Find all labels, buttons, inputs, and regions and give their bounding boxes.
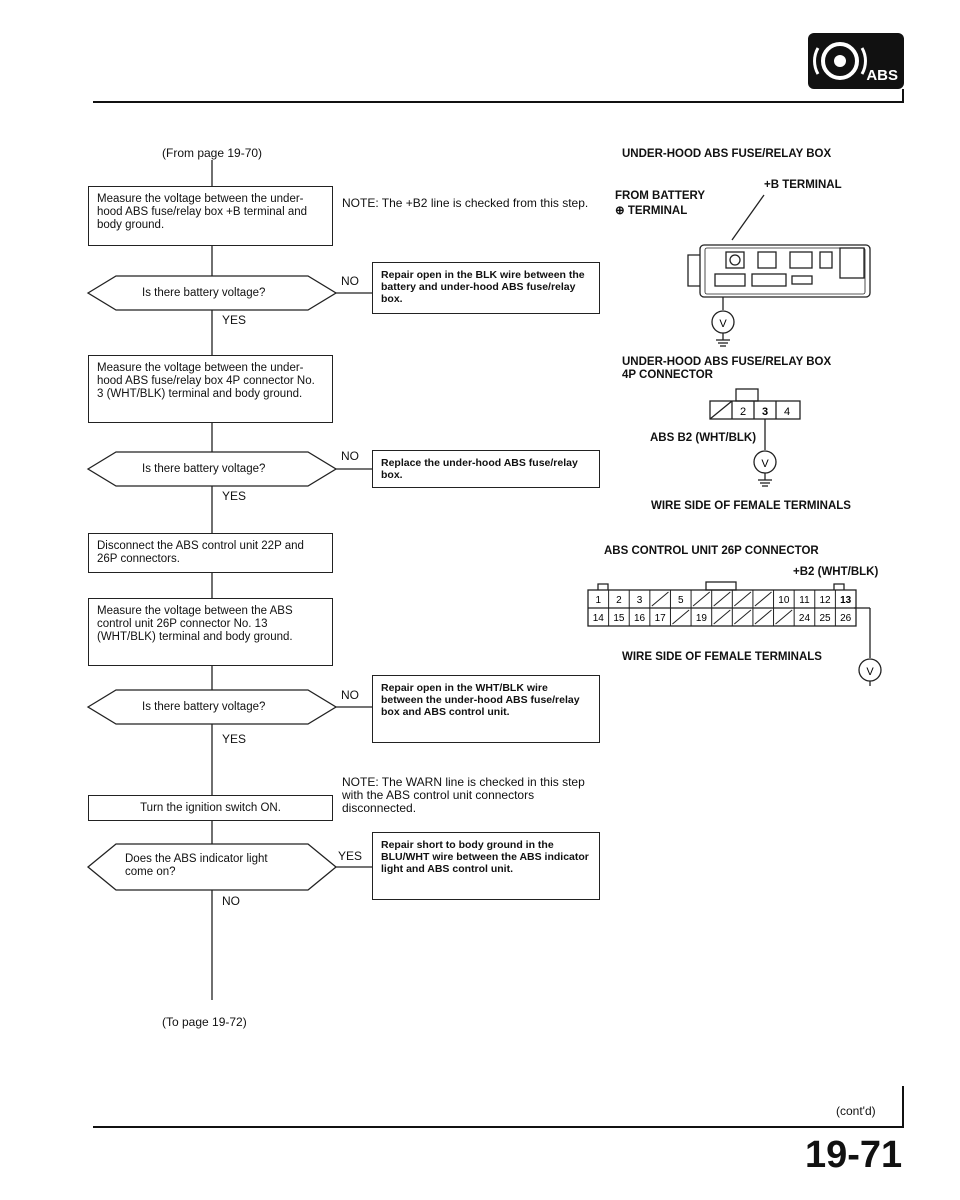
- voltmeter-v-symbol-3: V: [866, 666, 874, 678]
- pin-label-26: 26: [840, 613, 852, 624]
- from-page-label: (From page 19-70): [162, 146, 263, 160]
- step-ignition-on: Turn the ignition switch ON.: [88, 795, 333, 821]
- yes-label-2: YES: [222, 489, 247, 503]
- pin-label-12: 12: [820, 595, 832, 606]
- note-b2-line: NOTE: The +B2 line is checked from this …: [342, 196, 589, 210]
- abs-badge-label: ABS: [866, 67, 898, 84]
- question-battery-voltage-1: Is there battery voltage?: [142, 287, 266, 299]
- connector-4p-title-2: 4P CONNECTOR: [622, 369, 713, 381]
- empty-pin-mark: [713, 591, 731, 607]
- header-rule-right: [902, 89, 904, 103]
- no-label-2: NO: [341, 449, 359, 463]
- pin-label-1: 1: [596, 595, 602, 606]
- fusebox-illustration: V: [687, 194, 871, 347]
- voltmeter-v-symbol-1: V: [719, 318, 727, 330]
- pin-label-25: 25: [820, 613, 832, 624]
- repair-open-blk-wire: Repair open in the BLK wire between the …: [372, 262, 600, 314]
- replace-fuse-relay-box: Replace the under-hood ABS fuse/relay bo…: [372, 450, 600, 488]
- contd-label: (cont'd): [836, 1104, 876, 1118]
- pin-label-11: 11: [799, 595, 810, 606]
- pin-label-5: 5: [678, 595, 684, 606]
- b2-wht-blk-label: +B2 (WHT/BLK): [793, 566, 879, 578]
- yes-label-1: YES: [222, 313, 247, 327]
- pin-label-2: 2: [616, 595, 622, 606]
- question-battery-voltage-2: Is there battery voltage?: [142, 463, 266, 475]
- step-disconnect-connectors: Disconnect the ABS control unit 22P and …: [88, 533, 333, 573]
- empty-pin-mark: [713, 609, 731, 625]
- control-unit-title: ABS CONTROL UNIT 26P CONNECTOR: [604, 545, 819, 557]
- note-warn-line: NOTE: The WARN line is checked in this s…: [342, 775, 585, 815]
- connector-4p-diagram: 2 3 4 V: [709, 388, 801, 487]
- question-battery-voltage-3: Is there battery voltage?: [142, 701, 266, 713]
- b-terminal-label: +B TERMINAL: [764, 179, 842, 191]
- step-measure-26p-connector: Measure the voltage between the ABS cont…: [88, 598, 333, 666]
- pin-label-15: 15: [613, 613, 625, 624]
- empty-pin-mark: [733, 591, 752, 607]
- step-measure-4p-connector: Measure the voltage between the under-ho…: [88, 355, 333, 423]
- no-label-4: NO: [222, 894, 240, 908]
- pin-4p-2: 2: [740, 406, 746, 418]
- page-number: 19-71: [805, 1134, 903, 1176]
- header-rule: [93, 101, 903, 103]
- empty-pin-mark: [733, 609, 752, 625]
- to-page-label: (To page 19-72): [162, 1015, 247, 1029]
- no-label-1: NO: [341, 274, 359, 288]
- footer-rule: [93, 1126, 903, 1128]
- pin-label-3: 3: [637, 595, 643, 606]
- empty-pin-mark: [754, 591, 772, 607]
- plus-terminal-label: ⊕ TERMINAL: [615, 205, 688, 217]
- empty-pin-mark: [775, 609, 793, 625]
- pin-4p-3: 3: [762, 406, 768, 418]
- question-indicator-light: Does the ABS indicator light come on?: [125, 853, 268, 878]
- pin-4p-4: 4: [784, 406, 790, 418]
- wire-side-label-1: WIRE SIDE OF FEMALE TERMINALS: [651, 500, 851, 512]
- empty-pin-mark: [672, 609, 690, 625]
- footer-rule-right: [902, 1086, 904, 1128]
- abs-wheel-icon: [813, 42, 867, 80]
- abs-b2-label: ABS B2 (WHT/BLK): [650, 432, 757, 444]
- no-label-3: NO: [341, 688, 359, 702]
- yes-label-4: YES: [338, 849, 363, 863]
- empty-pin-mark: [651, 591, 669, 607]
- step-measure-b-terminal: Measure the voltage between the under-ho…: [88, 186, 333, 246]
- fusebox-title: UNDER-HOOD ABS FUSE/RELAY BOX: [622, 148, 832, 160]
- pin-label-14: 14: [593, 613, 605, 624]
- pin-label-24: 24: [799, 613, 811, 624]
- repair-open-wht-blk-wire: Repair open in the WHT/BLK wire between …: [372, 675, 600, 743]
- pin-label-17: 17: [655, 613, 667, 624]
- connector-4p-title-1: UNDER-HOOD ABS FUSE/RELAY BOX: [622, 356, 832, 368]
- voltmeter-v-symbol-2: V: [761, 458, 769, 470]
- from-battery-label: FROM BATTERY: [615, 190, 706, 202]
- abs-badge: ABS: [808, 33, 904, 89]
- pin-label-13: 13: [840, 595, 852, 606]
- pin-label-19: 19: [696, 613, 708, 624]
- pin-label-16: 16: [634, 613, 646, 624]
- empty-pin-mark: [692, 591, 711, 607]
- empty-pin-mark: [754, 609, 772, 625]
- pin-label-10: 10: [778, 595, 790, 606]
- yes-label-3: YES: [222, 732, 247, 746]
- wire-side-label-2: WIRE SIDE OF FEMALE TERMINALS: [622, 651, 822, 663]
- repair-short-blu-wht-wire: Repair short to body ground in the BLU/W…: [372, 832, 600, 900]
